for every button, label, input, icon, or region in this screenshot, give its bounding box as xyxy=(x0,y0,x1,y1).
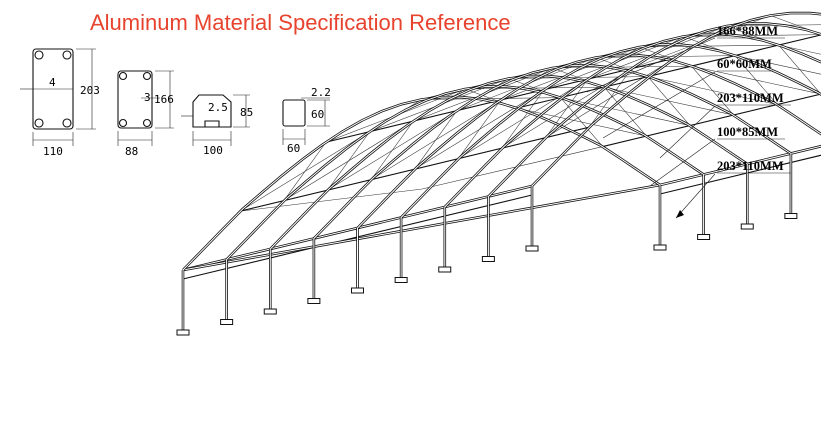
callout-label: 203*110MM xyxy=(717,159,784,173)
roof-brace xyxy=(778,44,821,55)
roof-arch-inner xyxy=(182,96,661,271)
roof-brace xyxy=(691,65,734,116)
base-plate xyxy=(176,329,190,336)
profile-3-height: 85 xyxy=(240,106,253,119)
roof-arch-inner xyxy=(488,23,821,197)
roof-arch-inner xyxy=(357,54,821,229)
roof-arch xyxy=(225,85,705,261)
roof-brace xyxy=(370,120,414,180)
callout-leaders xyxy=(586,37,716,219)
roof-arch-inner xyxy=(226,86,704,260)
roof-brace xyxy=(501,89,545,149)
profile-1-height: 203 xyxy=(80,84,100,97)
base-plate xyxy=(784,213,798,219)
profile-60x60: 2.2 60 60 xyxy=(282,86,331,155)
callout-label: 60*60MM xyxy=(717,57,772,71)
floor-edge xyxy=(659,154,821,195)
roof-brace xyxy=(647,76,691,126)
roof-brace xyxy=(560,97,603,147)
base-plate xyxy=(394,277,408,283)
base-plate xyxy=(438,266,452,273)
profile-166x88: 3 166 88 xyxy=(117,70,174,158)
profile-4-width: 60 xyxy=(287,142,300,155)
diagram-title: Aluminum Material Specification Referenc… xyxy=(90,10,511,35)
profile-2-height: 166 xyxy=(154,93,174,106)
roof-brace xyxy=(327,131,370,191)
profile-100x85: 2.5 85 100 xyxy=(181,94,253,157)
roof-arch xyxy=(269,74,749,250)
callout-label: 100*85MM xyxy=(717,125,778,139)
profile-3-inner: 2.5 xyxy=(208,101,228,114)
tent-frame xyxy=(176,11,821,336)
base-plate xyxy=(653,244,667,251)
profile-203x110: 4 203 110 xyxy=(20,48,100,158)
roof-arch-inner xyxy=(444,33,821,208)
base-plate xyxy=(740,223,754,230)
base-plate xyxy=(481,256,495,262)
base-plate xyxy=(263,308,277,315)
end-beam-inner xyxy=(182,184,661,271)
roof-brace xyxy=(414,110,458,170)
main-frames xyxy=(176,11,821,336)
roof-arch xyxy=(356,53,821,229)
base-plate xyxy=(307,298,321,304)
callout-label: 166*88MM xyxy=(717,24,778,38)
roof-arch-inner xyxy=(531,12,821,187)
profile-1-width: 110 xyxy=(43,145,63,158)
roof-arch-inner xyxy=(400,44,821,218)
gable-brace xyxy=(240,188,422,212)
profile-3-width: 100 xyxy=(203,144,223,157)
roof-arch xyxy=(182,95,661,271)
profile-1-inner: 4 xyxy=(49,76,56,89)
roof-brace xyxy=(458,99,501,159)
gable-brace xyxy=(421,146,603,190)
roof-brace xyxy=(734,55,778,105)
profile-2-width: 88 xyxy=(125,145,138,158)
profile-4-inner: 2.2 xyxy=(311,86,331,99)
profile-4-height: 60 xyxy=(311,108,324,121)
roof-brace xyxy=(778,44,821,95)
roof-brace xyxy=(283,141,327,201)
base-plate xyxy=(351,287,364,294)
roof-brace xyxy=(545,78,589,138)
base-plate xyxy=(697,234,711,240)
base-plate xyxy=(525,245,539,252)
roof-brace xyxy=(589,68,632,128)
roof-brace xyxy=(603,86,647,137)
callout-labels: 166*88MM 60*60MM 203*110MM 100*85MM 203*… xyxy=(717,24,791,174)
base-rail-inner xyxy=(659,145,821,186)
roof-arch-inner xyxy=(313,65,792,239)
base-plate xyxy=(220,319,234,325)
callout-label: 203*110MM xyxy=(717,91,784,105)
roof-arch-inner xyxy=(269,75,748,250)
profile-2-inner: 3 xyxy=(144,91,151,104)
